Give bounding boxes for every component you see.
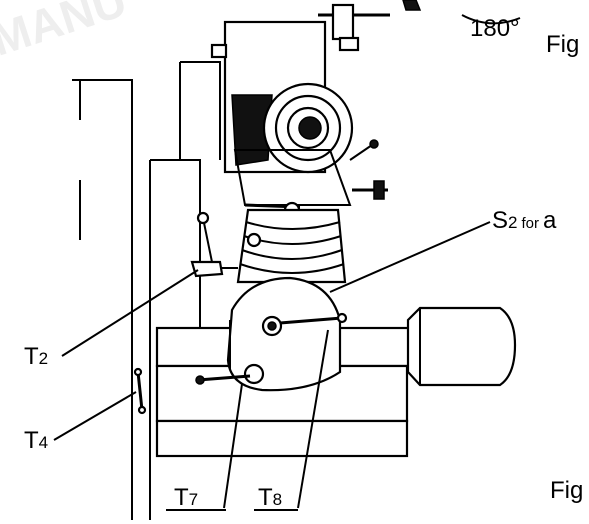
figure-label-top: Fig (546, 31, 579, 58)
top-handle-assembly (318, 0, 521, 52)
machine-frame (72, 61, 221, 520)
t4-handle (133, 367, 147, 415)
angle-label: 180° (470, 15, 520, 42)
callout-t8: T8 (258, 484, 282, 511)
ribbed-column (236, 208, 347, 284)
t7-lever (195, 363, 265, 385)
callout-t7: T7 (174, 484, 198, 511)
callout-t4: T4 (24, 427, 48, 454)
callout-t2: T2 (24, 343, 48, 370)
leader-lines (53, 221, 491, 511)
swivel-plate (226, 276, 342, 392)
watermark-text: MANU (0, 0, 132, 66)
figure-label-bottom: Fig (550, 477, 583, 504)
head-housing (210, 20, 354, 206)
t8-lever (261, 312, 348, 337)
t2-lever (190, 211, 238, 278)
